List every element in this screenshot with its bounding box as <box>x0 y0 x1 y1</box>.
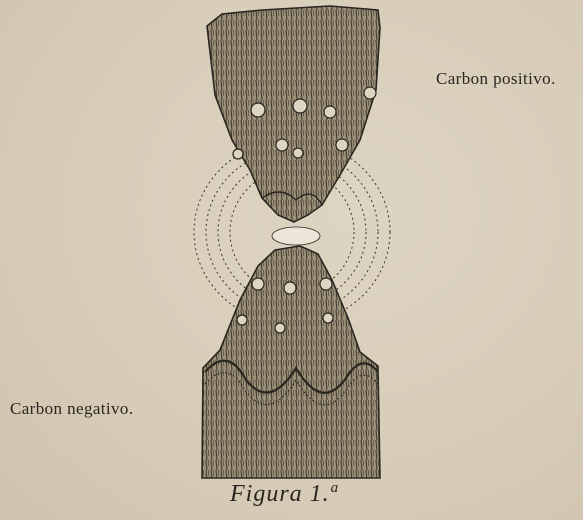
figure-caption-text: Figura 1. <box>230 481 330 507</box>
label-negative-carbon: Carbon negativo. <box>10 399 133 419</box>
figure-caption-superscript: a <box>331 480 340 496</box>
figure-caption: Figura 1.a <box>230 480 339 508</box>
negative-carbon <box>202 246 380 478</box>
label-positive-carbon: Carbon positivo. <box>436 69 556 89</box>
arc-gap <box>272 227 320 245</box>
positive-carbon <box>207 6 380 222</box>
